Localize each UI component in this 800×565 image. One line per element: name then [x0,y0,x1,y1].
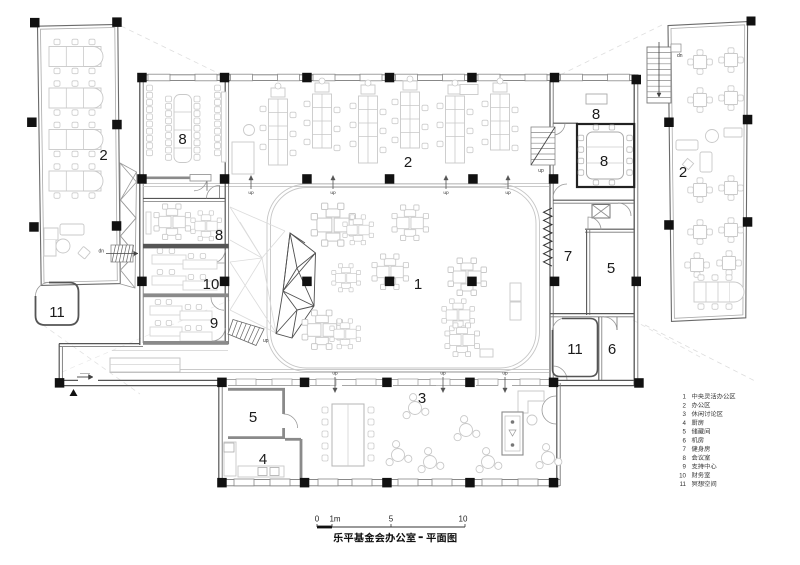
svg-text:up: up [248,191,254,196]
svg-text:up: up [263,338,269,344]
svg-text:10: 10 [679,472,686,479]
svg-text:1m: 1m [329,515,340,524]
svg-text:5: 5 [683,429,687,436]
svg-text:5: 5 [607,260,615,277]
svg-text:7: 7 [564,248,572,265]
svg-text:3: 3 [683,411,687,418]
svg-text:up: up [502,372,508,377]
svg-text:3: 3 [418,390,426,407]
svg-text:8: 8 [683,455,687,462]
svg-text:dn: dn [98,249,104,255]
svg-text:11: 11 [680,481,687,488]
svg-text:2: 2 [679,164,687,181]
svg-text:11: 11 [567,341,583,358]
svg-text:5: 5 [389,515,394,524]
svg-text:up: up [332,372,338,377]
svg-text:up: up [443,191,449,196]
svg-text:8: 8 [600,153,608,170]
svg-text:up: up [538,168,544,174]
svg-text:up: up [330,191,336,196]
svg-text:8: 8 [178,131,186,148]
svg-text:10: 10 [203,276,220,293]
svg-text:5: 5 [249,409,257,426]
svg-text:up: up [440,372,446,377]
svg-text:1: 1 [414,276,422,293]
svg-text:6: 6 [608,341,616,358]
svg-text:up: up [505,191,511,196]
svg-text:6: 6 [683,437,687,444]
svg-text:dn: dn [677,53,683,59]
svg-text:9: 9 [210,315,218,332]
svg-text:4: 4 [259,451,267,468]
svg-text:1: 1 [683,394,687,401]
svg-text:10: 10 [459,515,468,524]
svg-text:2: 2 [99,147,107,164]
svg-text:9: 9 [683,464,687,471]
svg-text:8: 8 [592,106,600,123]
svg-text:11: 11 [49,304,65,321]
svg-text:8: 8 [215,227,223,244]
svg-text:2: 2 [404,154,412,171]
svg-text:0: 0 [315,515,320,524]
svg-text:7: 7 [683,446,687,453]
svg-text:4: 4 [683,420,687,427]
svg-text:2: 2 [683,402,687,409]
